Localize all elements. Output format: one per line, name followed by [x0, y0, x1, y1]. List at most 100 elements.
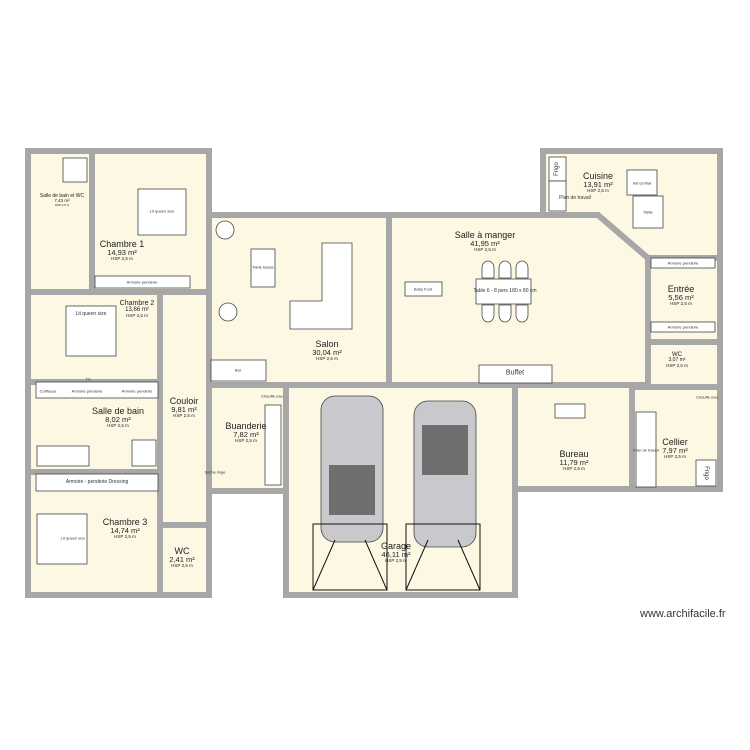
- room-hsp: HSP 2,5 m: [114, 534, 136, 540]
- buffet: [478, 364, 553, 384]
- room-name: Chambre 1: [99, 239, 145, 249]
- bureau-desk: [554, 403, 586, 419]
- wardrobe-entree-top-label: Armoire penderie: [667, 260, 699, 266]
- dressing: [35, 473, 159, 492]
- plan-travail-cuisine: [548, 180, 567, 212]
- room-area: 3,07 m²: [668, 357, 686, 364]
- wardrobe-1: [94, 275, 191, 289]
- dining-table: [475, 278, 532, 305]
- room-hsp: HSP 2,5 m: [173, 413, 195, 419]
- garage-door-2-swing: [405, 539, 481, 591]
- chauffe-eau-label: Chauffe eau: [696, 394, 718, 400]
- room-area: 5,56 m²: [668, 293, 694, 303]
- room-name: Entrée: [667, 284, 695, 294]
- dining-table-label: Table 6 - 8 pers 180 x 80 cm: [473, 288, 537, 294]
- room-name: WC: [174, 546, 190, 556]
- room-wc1[interactable]: [157, 522, 212, 598]
- buanderie-cabinet: [264, 404, 282, 486]
- room-area: 7,82 m²: [233, 430, 259, 440]
- wardrobe-2b-label: Armoire penderie: [121, 388, 153, 394]
- bed-3: [36, 513, 88, 565]
- room-hsp: HSP 2,5 m: [670, 301, 692, 307]
- bed-1: [137, 188, 187, 236]
- room-area: 13,66 m²: [125, 307, 149, 314]
- car-2-roof: [422, 425, 468, 475]
- room-hsp: HSP 2,5 m: [171, 563, 193, 569]
- baby-foot: [404, 281, 443, 297]
- room-area: 2,41 m²: [169, 555, 195, 565]
- frigo-cuisine-label: Frigo: [554, 162, 560, 176]
- room-area: 13,91 m²: [583, 180, 613, 190]
- room-bureau[interactable]: [512, 382, 635, 492]
- plan-travail-cellier: [635, 411, 657, 488]
- dining-chairs: [215, 220, 529, 323]
- room-hsp: HSP 2,5 m: [235, 438, 257, 444]
- table-basse-label: Table basse: [252, 264, 274, 270]
- bar-label: Bar: [234, 367, 242, 373]
- garage-door-2[interactable]: [405, 523, 481, 591]
- room-name: Cellier: [662, 437, 688, 447]
- room-name: Garage: [380, 541, 412, 551]
- garage-cars: [312, 395, 481, 591]
- room-hsp: HSP 2,5 m: [107, 423, 129, 429]
- room-hsp: HSP 2,5 m: [563, 466, 585, 472]
- coiffeuse-label: Coiffeuse: [39, 388, 57, 394]
- bed-2: [65, 305, 117, 357]
- table-cuisine: [632, 195, 664, 229]
- room-name: Salle de bain: [91, 406, 145, 416]
- room-hsp: HSP 2,5 m: [111, 256, 133, 262]
- room-area: 7,97 m²: [662, 446, 688, 456]
- room-name: Bureau: [559, 449, 589, 459]
- ilot-central: [626, 169, 658, 196]
- frigo-cellier: [695, 459, 717, 487]
- ilot-central-label: Ilot central: [632, 180, 652, 186]
- room-area: 30,04 m²: [312, 348, 342, 358]
- garage-door-1-swing: [312, 539, 388, 591]
- wardrobe-2a-label: Armoire penderie: [71, 388, 103, 394]
- room-area: 9,81 m²: [171, 405, 197, 415]
- bed-1-label: Lit queen size: [149, 208, 175, 214]
- car-1-roof: [329, 465, 375, 515]
- room-salon[interactable]: [206, 212, 392, 388]
- room-name: WC: [672, 352, 682, 358]
- room-hsp: HSP 2,5 m: [474, 247, 496, 253]
- room-name: Chambre 2: [119, 300, 155, 307]
- watermark: www.archifacile.fr: [640, 608, 726, 620]
- room-area: 14,74 m²: [110, 526, 140, 536]
- room-name: Cuisine: [582, 171, 614, 181]
- baby-foot-label: Baby Foot: [413, 286, 433, 292]
- shower-sdb: [131, 439, 157, 467]
- wardrobe-entree-bottom-label: Armoire penderie: [667, 324, 699, 330]
- chauffe-eau-2-label: Chauffe eau: [261, 393, 283, 399]
- bed-2-label: Lit queen size: [75, 311, 107, 317]
- plan-travail-cellier-label: Plan de travail: [633, 447, 659, 453]
- room-hsp: HSP 2,5 m: [54, 202, 70, 207]
- room-name: Chambre 3: [102, 517, 148, 527]
- room-name: Buanderie: [225, 421, 267, 431]
- garage-door-1[interactable]: [312, 523, 388, 591]
- room-area: 7,43 m²: [54, 198, 70, 204]
- room-hsp: HSP 2,5 m: [666, 362, 688, 368]
- room-hsp: HSP 2,5 m: [664, 454, 686, 460]
- wardrobe-entree-bottom: [650, 321, 716, 333]
- wardrobe-1-label: Armoire penderie: [126, 279, 158, 285]
- shower-sdb-wc: [62, 157, 88, 183]
- buffet-label: Buffet: [505, 369, 525, 377]
- room-hsp: HSP 2,5 m: [126, 312, 148, 318]
- room-area: 46,11 m²: [381, 550, 411, 560]
- room-area: 11,79 m²: [559, 458, 589, 468]
- frigo-cellier-label: Frigo: [703, 466, 709, 480]
